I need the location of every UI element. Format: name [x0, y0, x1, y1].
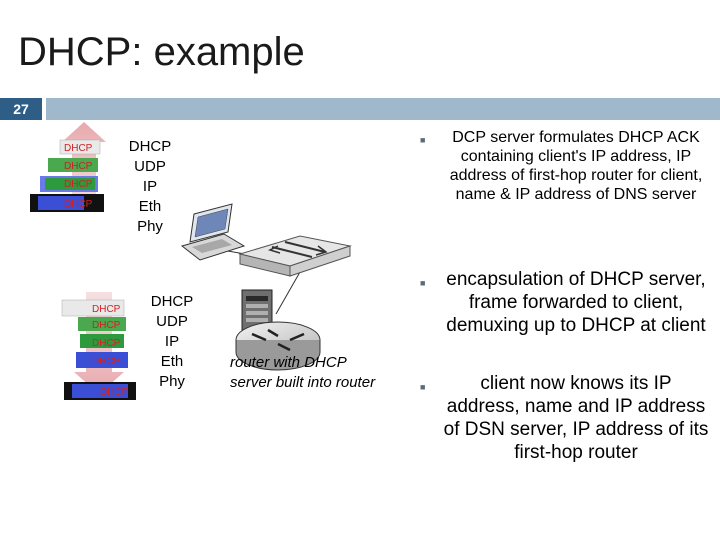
- bullet-text: client now knows its IP address, name an…: [443, 373, 709, 463]
- router-layer-dhcp: DHCP: [150, 293, 194, 310]
- client-dhcp-label-2: DHCP: [64, 161, 93, 172]
- client-dhcp-label-3: DHCP: [64, 179, 93, 190]
- router-dhcp-label-2: DHCP: [92, 320, 121, 331]
- bullet-square-icon: ■: [420, 278, 426, 288]
- router-protocol-stack: DHCP UDP IP Eth Phy: [132, 292, 212, 392]
- header-bar: [46, 98, 720, 120]
- router-layer-ip: IP: [164, 333, 180, 350]
- bullet-text: DCP server formulates DHCP ACK containin…: [449, 129, 703, 203]
- switch-icon: [238, 235, 352, 277]
- router-layer-phy: Phy: [159, 373, 185, 390]
- bullet-item: ■ client now knows its IP address, name …: [420, 372, 710, 464]
- router-layer-eth: Eth: [160, 353, 184, 370]
- client-protocol-stack: DHCP UDP IP Eth Phy: [110, 137, 190, 237]
- slide-title: DHCP: example: [18, 30, 305, 74]
- router-dhcp-label-1: DHCP: [92, 304, 121, 315]
- bullet-item: ■ encapsulation of DHCP server, frame fo…: [420, 268, 710, 337]
- client-dhcp-label-1: DHCP: [64, 143, 93, 154]
- laptop-icon: [180, 203, 246, 261]
- link-switch-router: [275, 271, 301, 315]
- bullet-square-icon: ■: [420, 135, 426, 145]
- router-layer-udp: UDP: [156, 313, 188, 330]
- client-layer-eth: Eth: [138, 198, 162, 215]
- router-server-icon: [235, 289, 321, 371]
- client-layer-dhcp: DHCP: [128, 138, 172, 155]
- router-dhcp-label-5: DHCP: [100, 387, 129, 398]
- router-packet-frame: [61, 299, 136, 400]
- client-packet-frame: [30, 139, 104, 212]
- client-layer-udp: UDP: [134, 158, 166, 175]
- router-dhcp-label-4: DHCP: [92, 356, 121, 367]
- router-caption: router with DHCP server built into route…: [230, 354, 376, 391]
- slide-number: 27: [0, 98, 42, 120]
- bullet-square-icon: ■: [420, 382, 426, 392]
- bullet-text: encapsulation of DHCP server, frame forw…: [446, 269, 706, 336]
- client-layer-ip: IP: [142, 178, 158, 195]
- client-layer-phy: Phy: [137, 218, 163, 235]
- router-dhcp-label-3: DHCP: [92, 338, 121, 349]
- bullet-item: ■ DCP server formulates DHCP ACK contain…: [420, 128, 710, 204]
- client-dhcp-label-4: DHCP: [64, 199, 93, 210]
